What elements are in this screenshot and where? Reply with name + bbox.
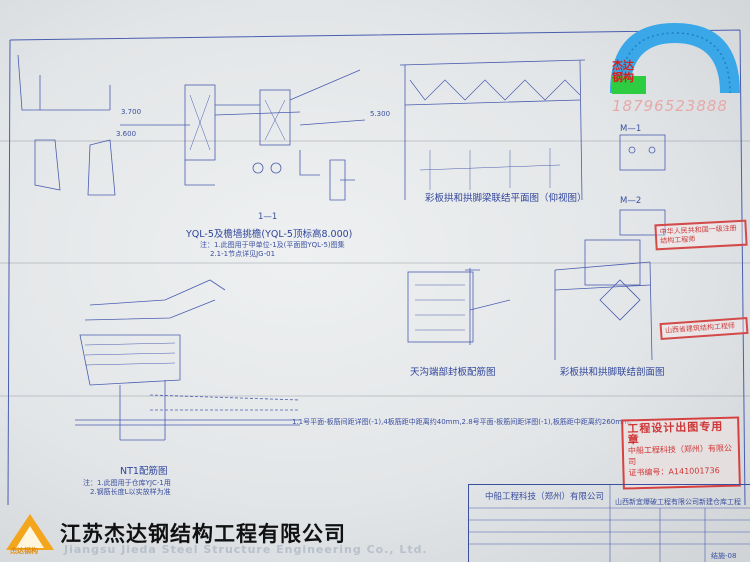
company-logo-icon [6, 514, 54, 550]
label-m1: M—1 [620, 124, 642, 134]
engineer-stamp: 中华人民共和国一级注册结构工程师 [654, 219, 748, 251]
note-yql: 注：1.此图用于甲单位-1及(平面图YQL-5)图集 [200, 241, 345, 249]
title-gutter: 天沟端部封板配筋图 [410, 367, 496, 378]
design-seal: 工程设计出图专用章 中船工程科技（郑州）有限公司 证书编号：A141001736 [621, 416, 741, 490]
title-block: 中船工程科技（郑州）有限公司 山西新宜爆破工程有限公司新建仓库工程 结施-08 [468, 484, 750, 562]
elev-5300: 5.300 [370, 110, 391, 118]
fold-line [0, 262, 750, 264]
fold-line [0, 395, 750, 397]
title-arch-section: 彩板拱和拱脚联结剖面图 [560, 367, 665, 378]
design-seal-cert-label: 证书编号 [628, 467, 661, 478]
title-block-firm: 中船工程科技（郑州）有限公司 [485, 492, 605, 502]
note-yql-2: 2.1-1节点详见JG-01 [210, 250, 276, 258]
title-parapet: YQL-5及檐墙挑檐(YQL-5顶标高8.000) [186, 229, 353, 240]
design-seal-firm: 中船工程科技（郑州）有限公司 [627, 443, 733, 467]
title-block-project: 山西新宜爆破工程有限公司新建仓库工程 [615, 498, 741, 506]
design-seal-heading: 工程设计出图专用章 [627, 419, 724, 447]
label-m2: M—2 [620, 196, 642, 206]
brand-name-line2: 钢构 [612, 71, 634, 84]
elev-3700: 3.700 [121, 108, 142, 116]
brand-arch-logo-icon [610, 23, 740, 94]
note-nt1-a: 注：1.此图用于仓库YJC-1用 [83, 479, 171, 487]
title-block-sheet: 结施-08 [711, 552, 737, 560]
brand-phone: 18796523888 [612, 97, 728, 115]
design-seal-cert: A141001736 [668, 465, 720, 477]
company-logo-text: 杰达钢构 [10, 547, 38, 555]
brand-name: 杰达 钢构 [612, 60, 634, 84]
title-nt1: NT1配筋图 [120, 466, 168, 477]
elev-3600: 3.600 [116, 130, 137, 138]
company-name-en: Jiangsu Jieda Steel Structure Engineerin… [64, 543, 428, 556]
brand-name-line1: 杰达 [612, 59, 634, 72]
fold-line [0, 140, 750, 142]
title-arch-plan: 彩板拱和拱脚梁联结平面图（仰视图） [425, 193, 587, 204]
note-nt1-b: 2.钢筋长度L以实放样为准 [90, 488, 171, 496]
note-rebar: 1.1号平面-板筋间距详图(-1),4板筋距中距离约40mm,2.8号平面-板筋… [292, 418, 636, 426]
company-name-cn: 江苏杰达钢结构工程有限公司 [60, 522, 346, 546]
section-1-1: 1—1 [258, 212, 278, 222]
